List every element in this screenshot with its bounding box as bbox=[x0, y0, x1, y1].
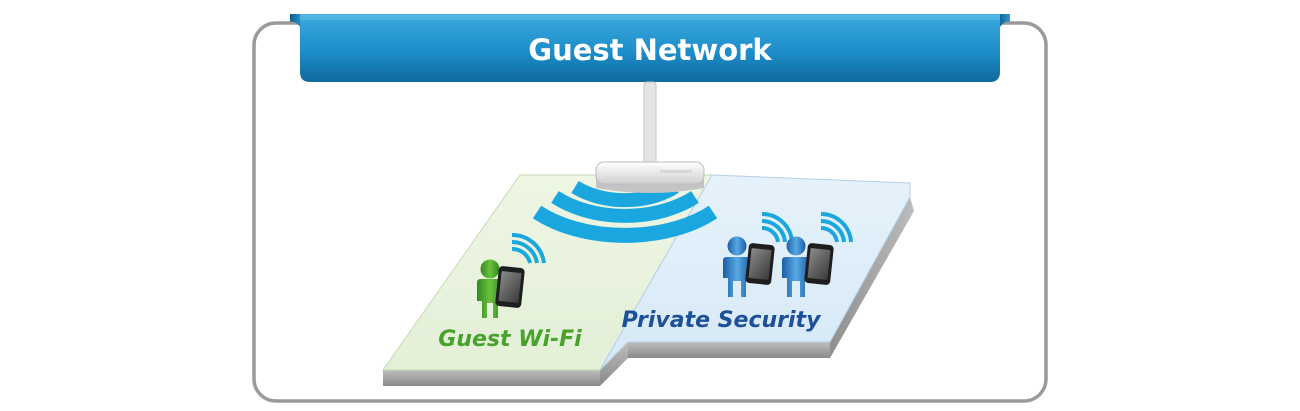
guest-smartphone-icon bbox=[495, 266, 525, 308]
private-zone-label: Private Security bbox=[622, 308, 822, 333]
private-smartphone-icon bbox=[804, 243, 834, 285]
router-icon bbox=[595, 161, 705, 193]
guest-wifi-signal-icon bbox=[511, 232, 546, 264]
guest-zone-label: Guest Wi-Fi bbox=[438, 327, 582, 352]
guest-user-icon bbox=[477, 259, 503, 318]
private-user-icon bbox=[782, 236, 810, 297]
private-wifi-signal-icon bbox=[761, 211, 794, 243]
private-user-icon bbox=[723, 236, 751, 297]
private-wifi-signal-icon bbox=[820, 211, 853, 243]
antenna-pole bbox=[643, 81, 657, 167]
banner-title: Guest Network bbox=[528, 33, 772, 67]
title-banner: Guest Network bbox=[290, 14, 1010, 82]
private-smartphone-icon bbox=[745, 243, 775, 285]
platform-base bbox=[383, 197, 914, 386]
